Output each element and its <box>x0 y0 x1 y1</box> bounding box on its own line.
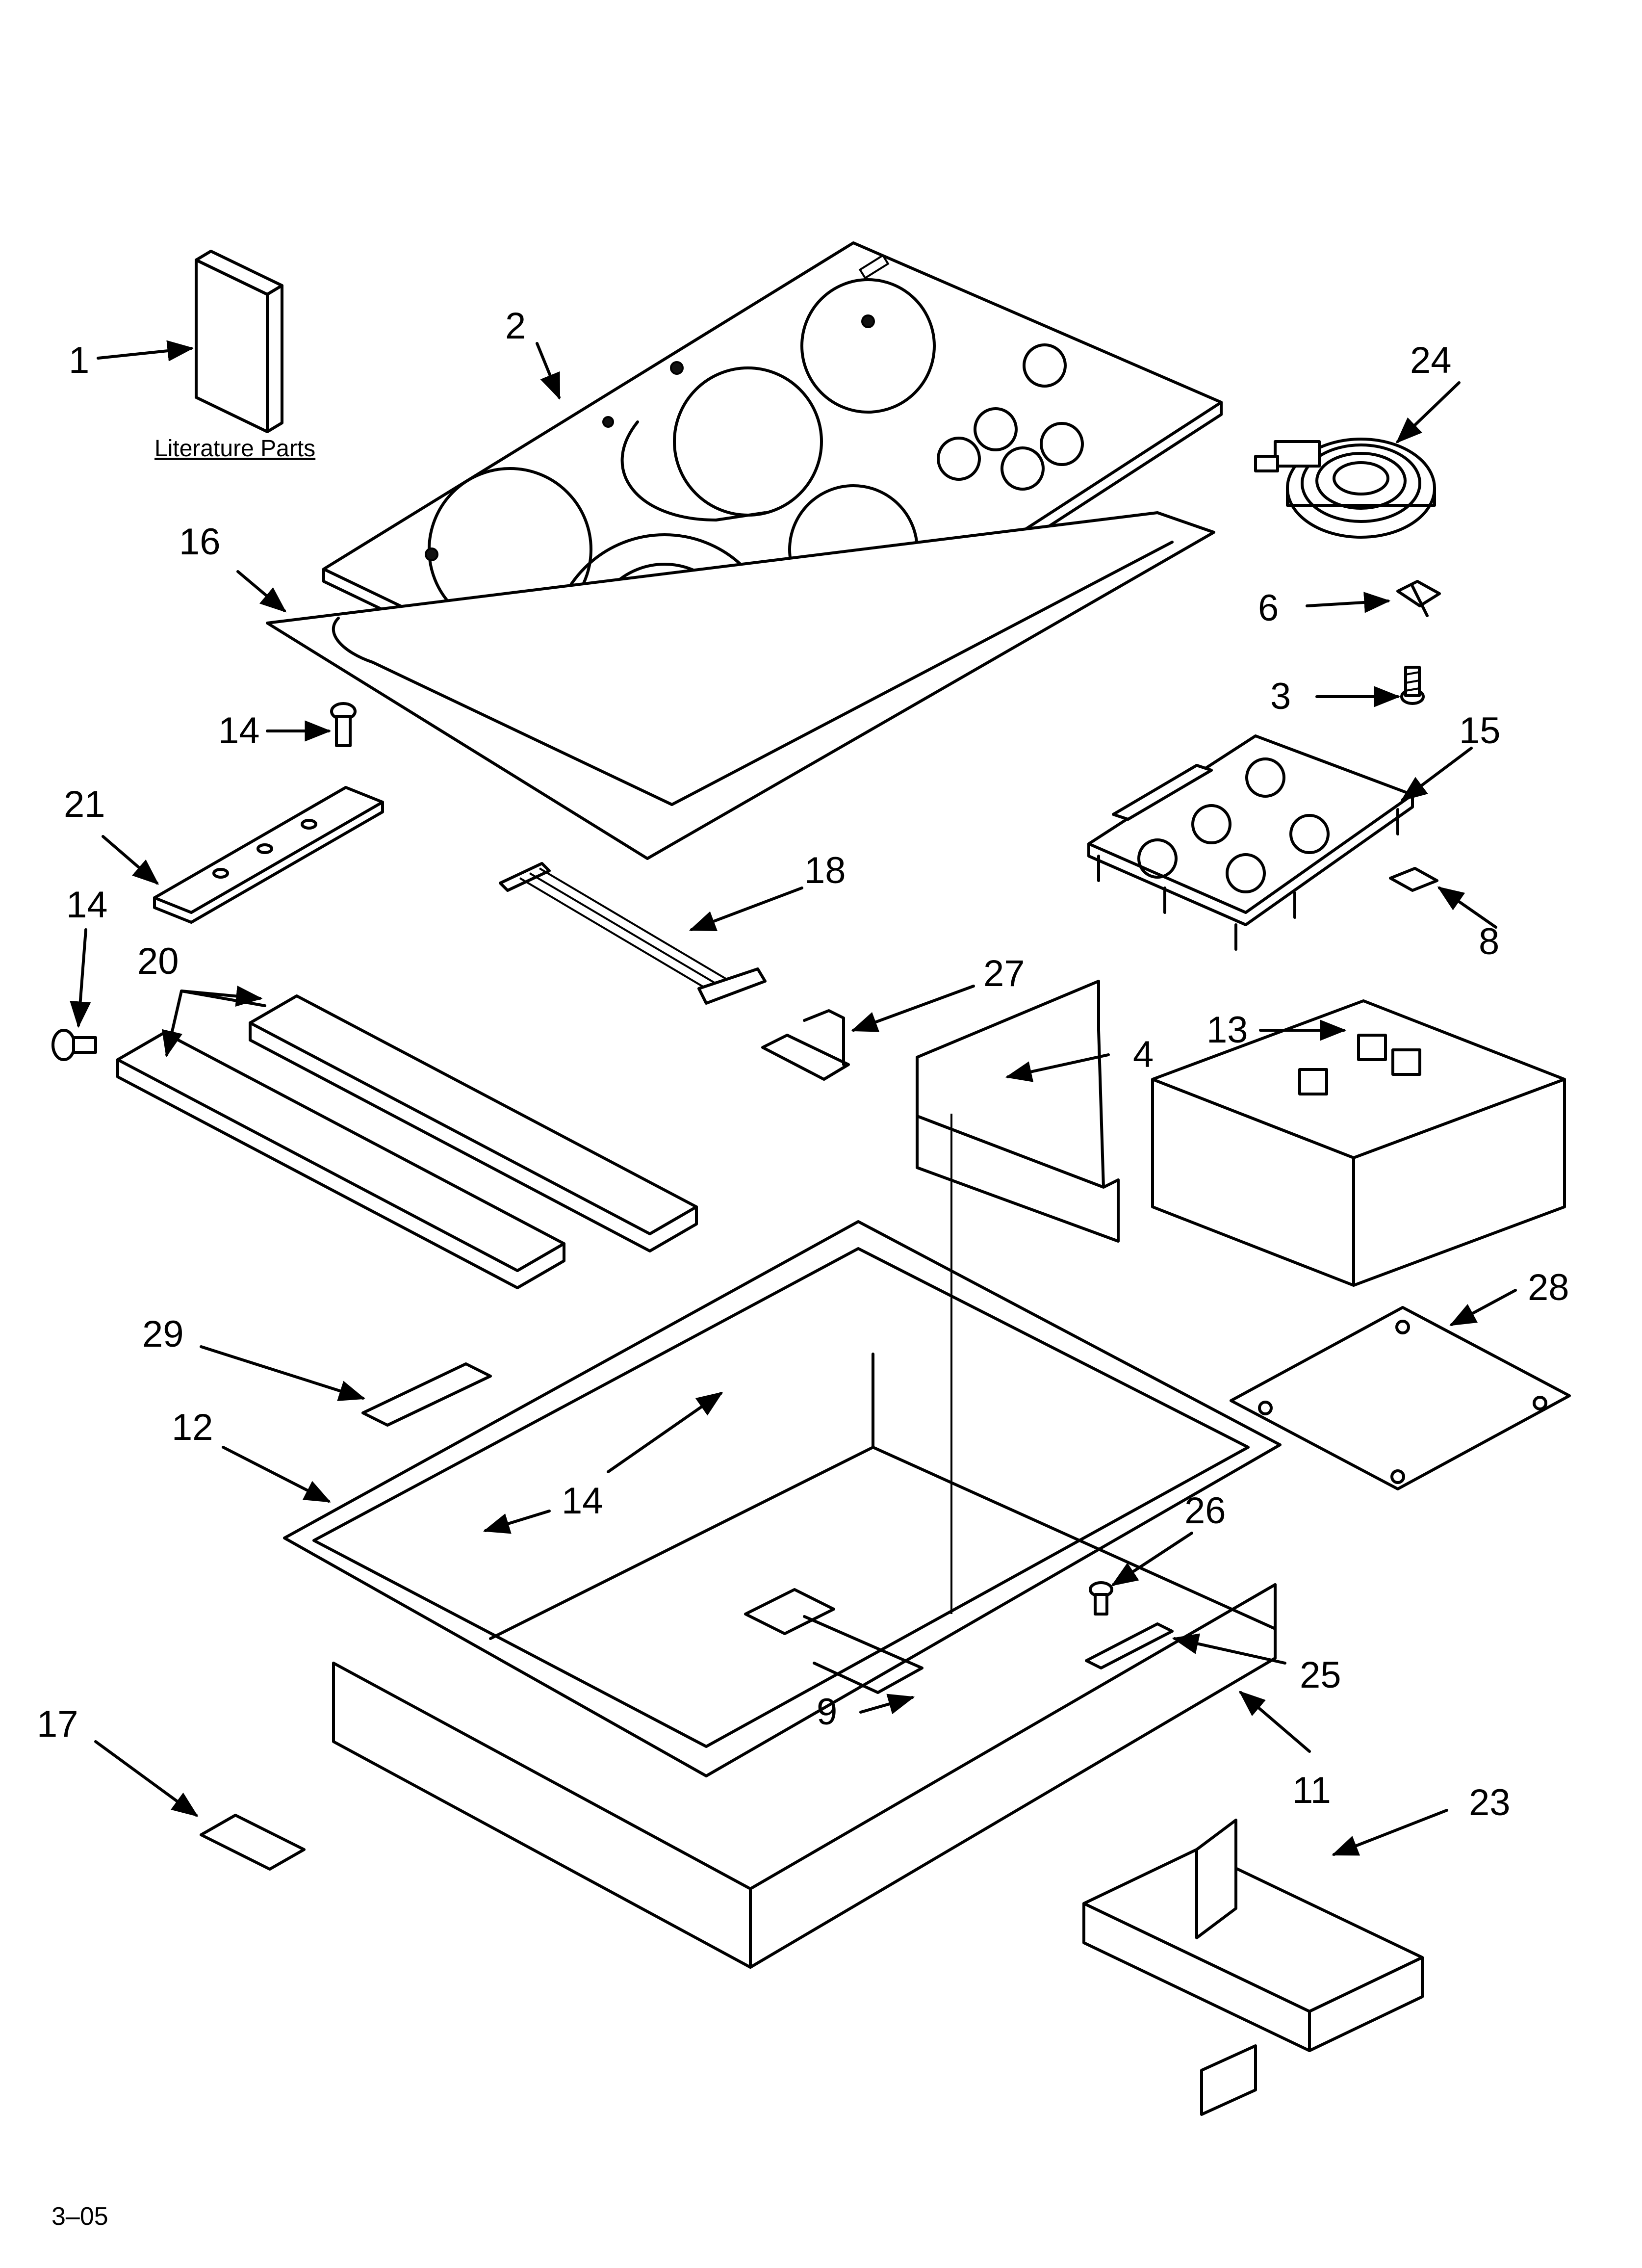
callout-16: 16 <box>179 521 221 563</box>
callout-26: 26 <box>1184 1490 1226 1532</box>
callout-23: 23 <box>1469 1782 1511 1824</box>
callout-11: 11 <box>1292 1770 1331 1811</box>
callout-1: 1 <box>69 339 89 381</box>
part-mounting-plate <box>1230 1306 1571 1490</box>
callout-17: 17 <box>37 1703 78 1745</box>
callout-14-frame: 14 <box>562 1480 603 1522</box>
part-literature-booklet <box>195 250 283 433</box>
part-cooktop-gasket <box>266 511 1215 860</box>
callout-8: 8 <box>1479 921 1499 963</box>
part-screw-26 <box>1089 1581 1113 1616</box>
part-rail-upper <box>249 994 698 1252</box>
part-trim-frame <box>283 1220 1282 1777</box>
part-rail-lower <box>116 1031 565 1289</box>
part-radiant-element <box>1254 438 1436 539</box>
part-bracket-27 <box>761 1009 850 1081</box>
callout-29: 29 <box>142 1313 184 1355</box>
callout-4: 4 <box>1133 1034 1154 1075</box>
part-chassis-box <box>332 1353 1277 1969</box>
callout-18: 18 <box>804 850 846 891</box>
footer-code: 3–05 <box>51 2202 108 2231</box>
callout-27: 27 <box>983 953 1025 994</box>
callout-12: 12 <box>172 1407 213 1448</box>
part-small-plate <box>200 1814 306 1871</box>
part-screw <box>1400 666 1425 705</box>
part-relay-box <box>1151 999 1566 1287</box>
callout-14-top: 14 <box>218 710 260 752</box>
callout-9: 9 <box>817 1691 837 1733</box>
part-screw-14-left <box>51 1029 97 1061</box>
callout-2: 2 <box>505 305 526 347</box>
part-ribbon-cable <box>499 862 767 1005</box>
part-shield-panel <box>916 980 1120 1243</box>
literature-parts-label: Literature Parts <box>154 436 315 462</box>
part-clip <box>1396 580 1441 617</box>
callout-24: 24 <box>1410 339 1452 381</box>
part-pad <box>1389 867 1438 892</box>
callout-15: 15 <box>1459 710 1501 752</box>
part-bottom-tray <box>1082 1819 1424 2116</box>
part-control-board <box>1087 734 1414 951</box>
callout-14-left: 14 <box>66 884 108 926</box>
callout-28: 28 <box>1528 1267 1569 1308</box>
callout-arrows <box>70 340 1517 1856</box>
part-terminal-strip <box>361 1362 492 1427</box>
callout-3: 3 <box>1270 676 1291 717</box>
part-terminal-block <box>1085 1622 1174 1669</box>
callout-20: 20 <box>137 940 179 982</box>
callout-25: 25 <box>1300 1654 1341 1696</box>
part-screw-14-top <box>330 702 357 747</box>
part-insulation <box>744 1114 952 1694</box>
callout-13: 13 <box>1206 1009 1248 1051</box>
part-bracket-21 <box>153 786 384 924</box>
callout-21: 21 <box>64 783 105 825</box>
callout-6: 6 <box>1258 587 1279 629</box>
